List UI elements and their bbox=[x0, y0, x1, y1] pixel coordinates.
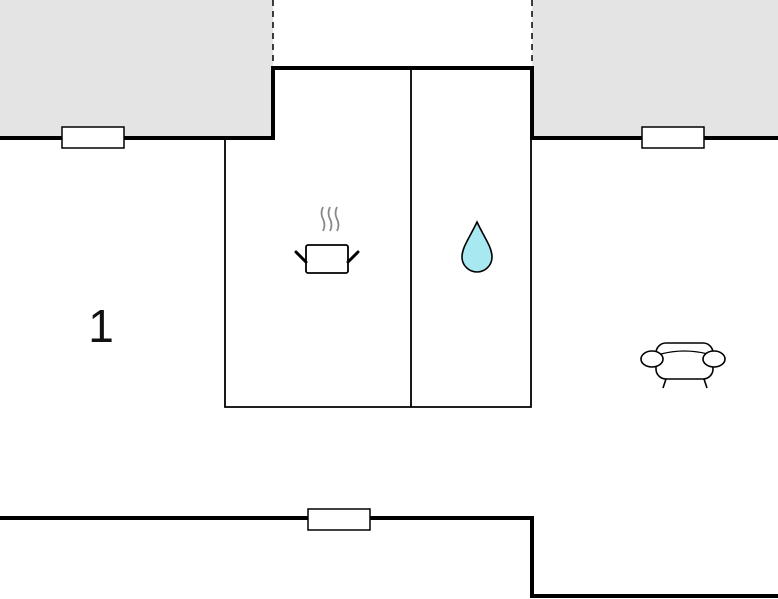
sofa-arm-left bbox=[640, 350, 664, 368]
interior-walls bbox=[224, 68, 532, 408]
steam-line-mid bbox=[327, 206, 333, 232]
kitchen-bath-block-wall bbox=[224, 68, 532, 408]
pot-body bbox=[305, 244, 349, 274]
sofa-icon bbox=[640, 342, 726, 389]
sofa-leg-left bbox=[662, 378, 667, 389]
outside-area-left bbox=[0, 0, 274, 138]
steam-line-left bbox=[320, 206, 326, 232]
sofa-cushion-line bbox=[660, 350, 709, 355]
exterior-wall-bottom bbox=[0, 516, 778, 598]
pot-handle-right bbox=[346, 250, 360, 264]
window-bottom bbox=[307, 508, 371, 531]
room-number-label: 1 bbox=[88, 300, 114, 352]
cooking-pot-icon bbox=[294, 206, 360, 274]
sofa-arm-right bbox=[702, 350, 726, 368]
window-top-left bbox=[61, 126, 125, 149]
sofa-leg-right bbox=[703, 378, 708, 389]
pot-handle-left bbox=[294, 250, 308, 264]
exterior-wall-top bbox=[0, 66, 778, 140]
outside-area-left-fill bbox=[0, 0, 273, 138]
window-top-right bbox=[641, 126, 705, 149]
steam-line-right bbox=[334, 206, 340, 232]
water-drop-icon bbox=[461, 220, 493, 273]
outside-area-right-fill bbox=[532, 0, 778, 138]
outside-area-right bbox=[531, 0, 778, 138]
